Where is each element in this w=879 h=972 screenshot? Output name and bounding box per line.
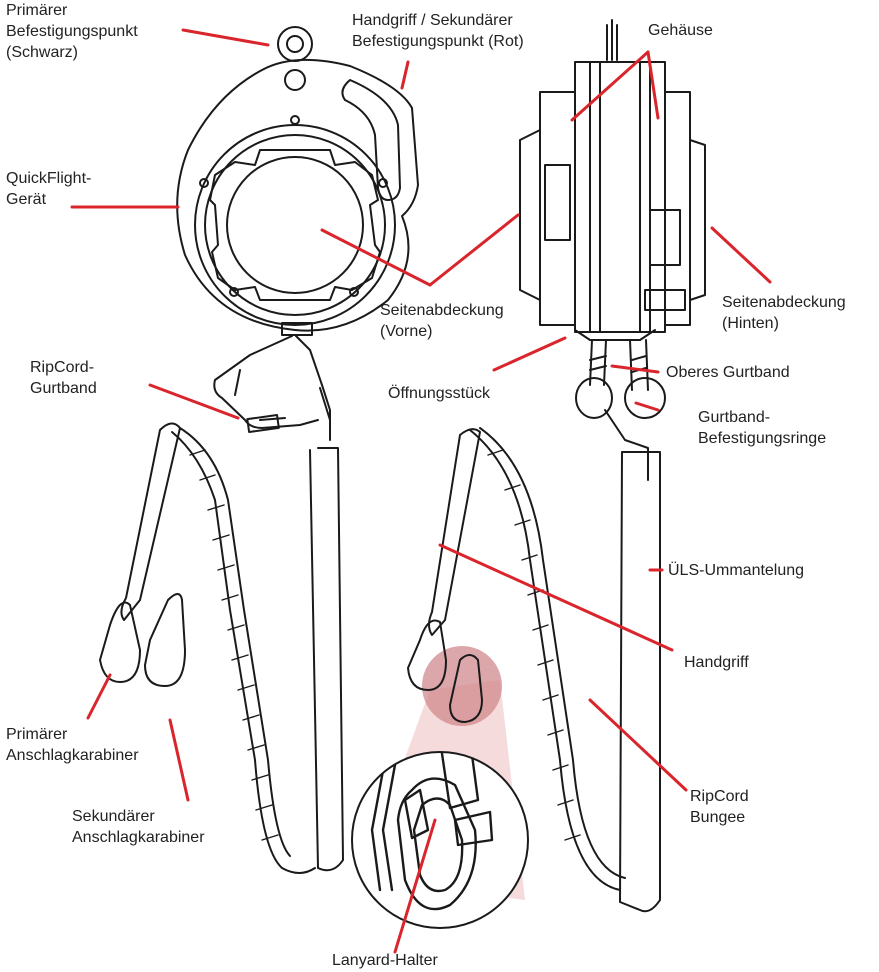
label-line: Handgriff (684, 652, 749, 673)
label-line: Seitenabdeckung (722, 292, 846, 313)
carabiner-arm-left (121, 423, 180, 620)
label-handle: Handgriff (684, 652, 749, 673)
label-line: QuickFlight- (6, 168, 91, 189)
label-line: RipCord (690, 786, 749, 807)
label-primary-anchor: Primärer Befestigungspunkt (Schwarz) (6, 0, 138, 63)
label-line: Seitenabdeckung (380, 300, 504, 321)
label-line: Öffnungsstück (388, 383, 490, 404)
label-line: Anschlagkarabiner (6, 745, 139, 766)
label-ripcord-bungee: RipCord Bungee (690, 786, 749, 828)
label-line: Anschlagkarabiner (72, 827, 205, 848)
label-handle-secondary-anchor: Handgriff / Sekundärer Befestigungspunkt… (352, 10, 524, 52)
uls-sheath-left (310, 448, 343, 870)
label-line: (Vorne) (380, 321, 504, 342)
label-line: Gurtband (30, 378, 97, 399)
label-line: Primärer (6, 724, 139, 745)
label-line: Lanyard-Halter (332, 950, 438, 971)
label-line: Gurtband- (698, 407, 826, 428)
label-ripcord-webbing: RipCord- Gurtband (30, 357, 97, 399)
label-secondary-carabiner: Sekundärer Anschlagkarabiner (72, 806, 205, 848)
label-lanyard-keeper: Lanyard-Halter (332, 950, 438, 971)
label-uls-sheath: ÜLS-Ummantelung (668, 560, 804, 581)
uls-sheath-right (620, 452, 660, 911)
label-line: Befestigungspunkt (6, 21, 138, 42)
label-line: (Hinten) (722, 313, 846, 334)
label-line: Befestigungsringe (698, 428, 826, 449)
label-quickflight-device: QuickFlight- Gerät (6, 168, 91, 210)
quickflight-device-front (177, 27, 418, 335)
label-upper-webbing: Oberes Gurtband (666, 362, 790, 383)
label-line: Befestigungspunkt (Rot) (352, 31, 524, 52)
label-line: RipCord- (30, 357, 97, 378)
label-line: Bungee (690, 807, 749, 828)
label-housing: Gehäuse (648, 20, 713, 41)
label-side-cover-rear: Seitenabdeckung (Hinten) (722, 292, 846, 334)
label-primary-carabiner: Primärer Anschlagkarabiner (6, 724, 139, 766)
label-line: (Schwarz) (6, 42, 138, 63)
label-opening-piece: Öffnungsstück (388, 383, 490, 404)
label-line: ÜLS-Ummantelung (668, 560, 804, 581)
label-line: Handgriff / Sekundärer (352, 10, 524, 31)
label-line: Primärer (6, 0, 138, 21)
handle-arm-right (429, 429, 480, 635)
label-line: Oberes Gurtband (666, 362, 790, 383)
ripcord-webbing (214, 336, 330, 440)
quickflight-device-side (520, 20, 705, 340)
label-webbing-rings: Gurtband- Befestigungsringe (698, 407, 826, 449)
label-side-cover-front: Seitenabdeckung (Vorne) (380, 300, 504, 342)
upper-webbing-and-rings (576, 340, 665, 480)
label-line: Gehäuse (648, 20, 713, 41)
label-line: Gerät (6, 189, 91, 210)
label-line: Sekundärer (72, 806, 205, 827)
